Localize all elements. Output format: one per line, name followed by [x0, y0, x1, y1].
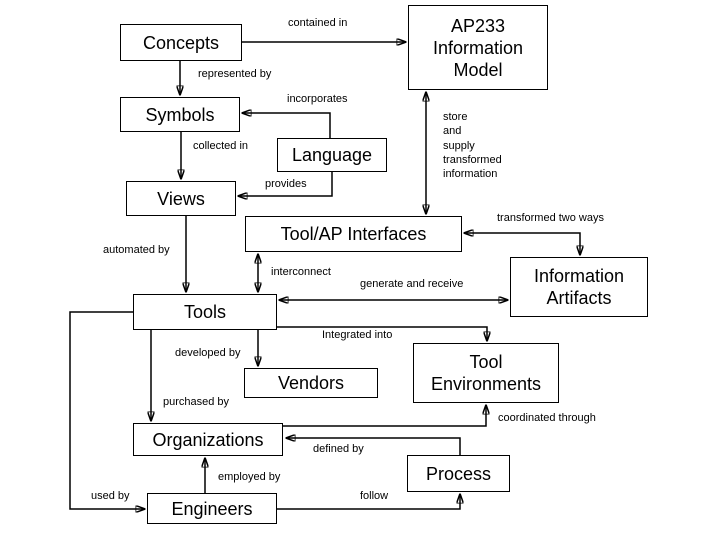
edge-label-follow: follow	[360, 490, 389, 503]
edge-defined-by	[286, 438, 461, 455]
node-organizations: Organizations	[133, 423, 283, 456]
edge-label-represented-by: represented by	[198, 68, 272, 81]
edge-label-contained-in: contained in	[288, 17, 348, 30]
edge-label-developed-by: developed by	[175, 347, 241, 360]
edge-label-generate-and-receive: generate and receive	[360, 278, 464, 291]
edge-label-transformed-two-ways: transformed two ways	[497, 212, 604, 225]
node-concepts: Concepts	[120, 24, 242, 61]
node-process: Process	[407, 455, 510, 492]
edge-used-by	[69, 311, 145, 509]
edge-label-store-supply: store and supply transformed information	[443, 110, 502, 182]
node-symbols: Symbols	[120, 97, 240, 132]
edge-incorporates	[242, 113, 331, 138]
edge-label-provides: provides	[265, 178, 307, 191]
node-language: Language	[277, 138, 387, 172]
node-ap233-information-model: AP233 Information Model	[408, 5, 548, 90]
node-tool-ap-interfaces: Tool/AP Interfaces	[245, 216, 462, 252]
edge-label-incorporates: incorporates	[287, 93, 348, 106]
edge-provides	[238, 172, 333, 196]
edge-label-interconnect: interconnect	[271, 266, 331, 279]
node-tool-environments: Tool Environments	[413, 343, 559, 403]
edge-label-automated-by: automated by	[103, 244, 170, 257]
node-tools: Tools	[133, 294, 277, 330]
node-information-artifacts: Information Artifacts	[510, 257, 648, 317]
node-vendors: Vendors	[244, 368, 378, 398]
edge-label-purchased-by: purchased by	[163, 396, 230, 409]
node-views: Views	[126, 181, 236, 216]
edge-transformed-two-ways	[464, 233, 580, 255]
edge-coordinated-through	[283, 405, 486, 427]
edge-label-employed-by: employed by	[218, 471, 281, 484]
edge-label-collected-in: collected in	[193, 140, 249, 153]
edge-label-defined-by: defined by	[313, 443, 364, 456]
edge-label-coordinated-through: coordinated through	[498, 412, 596, 425]
edge-label-used-by: used by	[91, 490, 130, 503]
node-engineers: Engineers	[147, 493, 277, 524]
edge-follow	[277, 494, 460, 510]
edge-integrated-into	[277, 326, 487, 341]
edge-label-integrated-into: Integrated into	[322, 329, 393, 342]
